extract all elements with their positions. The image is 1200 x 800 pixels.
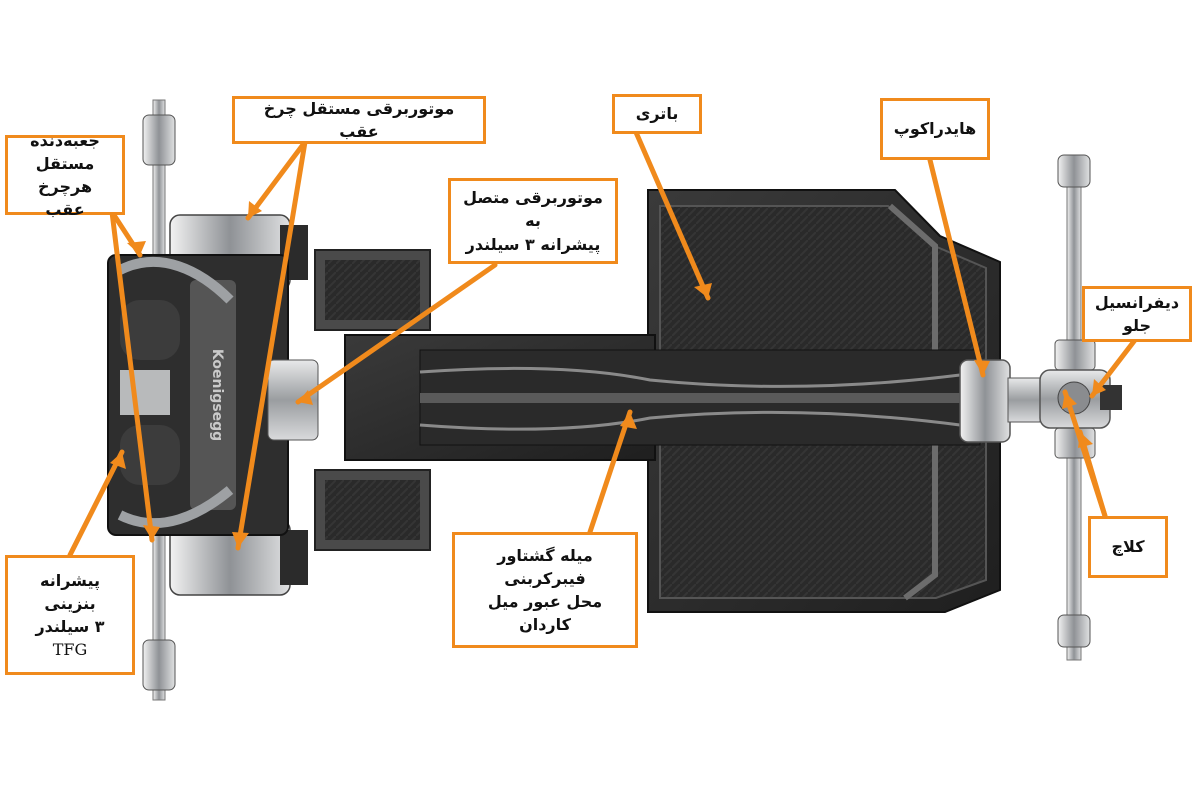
engine-block: Koenigsegg <box>107 254 319 536</box>
callout-line-driveshaft <box>587 409 633 535</box>
callout-line-engine <box>67 449 125 558</box>
label-clutch-text: کلاچ <box>1111 537 1145 557</box>
callout-line-rear-motor-1 <box>245 139 308 221</box>
callout-line-hydracoup <box>927 157 986 378</box>
label-front-differential-line-2: جلو <box>1122 316 1152 335</box>
label-engine-line-2: ۳ سیلندر <box>35 617 105 636</box>
callout-line-engine-motor <box>295 262 498 405</box>
label-hydracoup: هایدراکوپ <box>880 98 990 160</box>
callout-line-rear-motor-2 <box>235 139 308 551</box>
label-clutch: کلاچ <box>1088 516 1168 578</box>
hydracoup-unit <box>959 359 1041 443</box>
inverters <box>314 249 431 551</box>
label-rear-motor: موتوربرقی مستقل چرخ عقب <box>232 96 486 144</box>
torque-tube <box>344 334 981 461</box>
label-driveshaft-line-2: محل عبور میل کاردان <box>487 592 603 635</box>
label-engine-line-3: TFG <box>52 640 88 660</box>
label-front-differential-line-1: دیفرانسیل <box>1094 292 1180 312</box>
label-driveshaft: میله گشتاور فیبرکربنی محل عبور میل کاردا… <box>452 532 638 648</box>
label-engine: پیشرانه بنزینی ۳ سیلندر TFG <box>5 555 135 675</box>
callout-line-battery <box>632 127 711 301</box>
label-rear-gearbox-line-2: مستقل هرچرخ <box>35 153 95 196</box>
label-hydracoup-text: هایدراکوپ <box>893 119 977 139</box>
label-engine-motor-line-2: پیشرانه ۳ سیلندر <box>465 234 601 254</box>
engine-brand-text: Koenigsegg <box>209 349 225 441</box>
label-rear-gearbox-line-1: جعبه‌دنده <box>30 130 100 150</box>
callout-lines <box>67 127 1138 558</box>
callout-arrowheads <box>110 201 1106 548</box>
rear-motors <box>169 214 308 596</box>
label-engine-line-1: پیشرانه بنزینی <box>40 570 100 613</box>
label-rear-motor-text: موتوربرقی مستقل چرخ عقب <box>263 98 455 141</box>
label-rear-gearbox-line-3: عقب <box>45 200 85 220</box>
label-rear-gearbox: جعبه‌دنده مستقل هرچرخ عقب <box>5 131 125 219</box>
label-engine-motor: موتوربرقی متصل به پیشرانه ۳ سیلندر <box>448 178 618 264</box>
label-battery-text: باتری <box>635 104 679 124</box>
label-driveshaft-line-1: میله گشتاور فیبرکربنی <box>497 545 593 588</box>
front-axle <box>1039 154 1122 661</box>
label-engine-motor-line-1: موتوربرقی متصل به <box>463 188 603 231</box>
label-front-differential: دیفرانسیل جلو <box>1082 286 1192 342</box>
callout-line-rear-gearbox-2 <box>109 209 155 543</box>
label-battery: باتری <box>612 94 702 134</box>
